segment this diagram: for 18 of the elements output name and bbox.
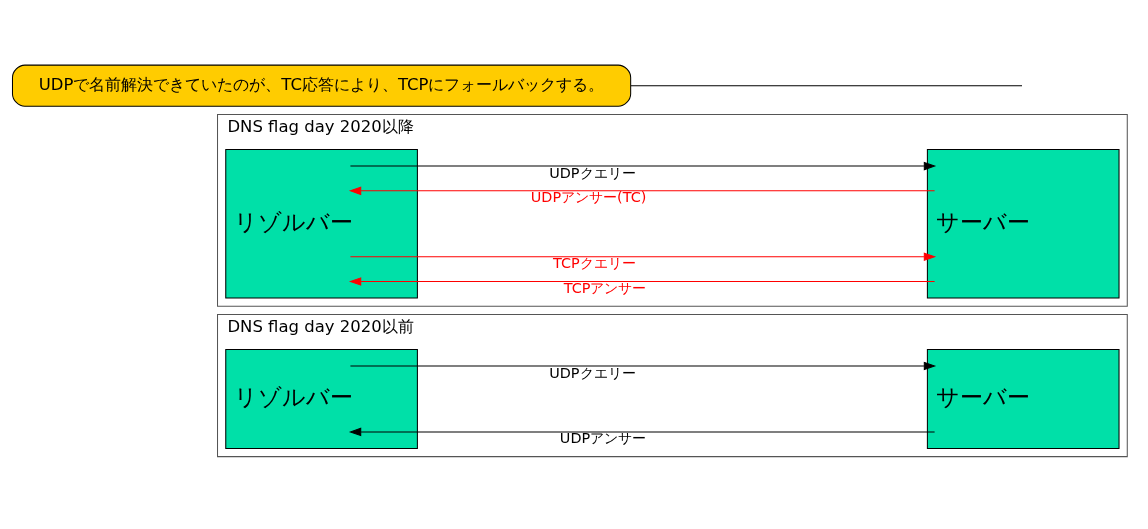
edge-label: UDPアンサー (559, 429, 647, 446)
connector (630, 84, 1023, 86)
edge-label: UDPクエリー (549, 164, 636, 181)
arrow (349, 161, 937, 170)
arrow (348, 427, 936, 436)
arrow (348, 186, 936, 195)
edge-label: UDPクエリー (549, 364, 636, 381)
edge-label: TCPアンサー (563, 279, 647, 296)
node-box: リゾルバー (225, 148, 418, 298)
node-box: リゾルバー (225, 348, 418, 449)
arrow (348, 276, 936, 286)
node-box: UDPで名前解決できていたのが、TC応答により、TCPにフォールバックする。 (11, 64, 632, 107)
edge-label: TCPクエリー (553, 254, 636, 271)
node-box: サーバー (926, 348, 1120, 449)
edge-label: UDPアンサー(TC) (530, 188, 647, 205)
node-box: サーバー (926, 148, 1120, 298)
arrow (349, 361, 937, 370)
arrow (349, 251, 937, 261)
